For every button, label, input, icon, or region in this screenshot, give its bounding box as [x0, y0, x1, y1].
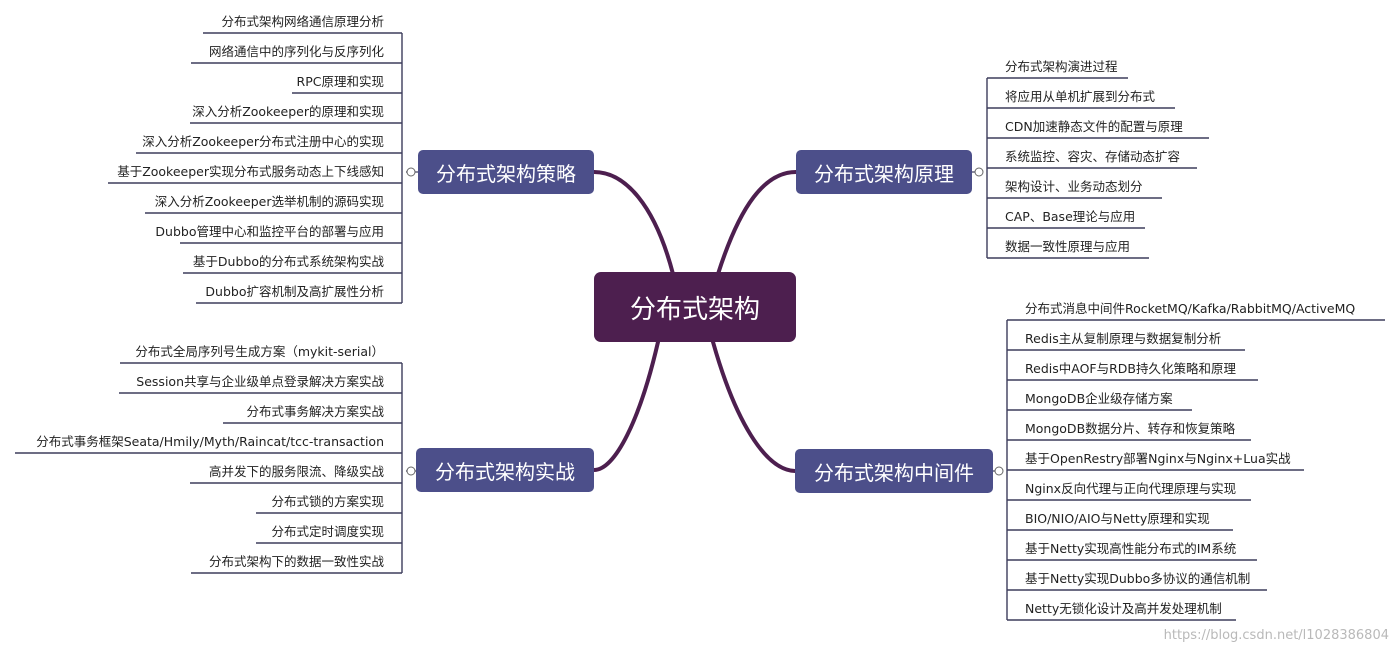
leaf-middleware-7[interactable]: BIO/NIO/AIO与Netty原理和实现 [1025, 511, 1210, 526]
leaf-middleware-9[interactable]: 基于Netty实现Dubbo多协议的通信机制 [1025, 571, 1251, 586]
leaf-principle-6[interactable]: 数据一致性原理与应用 [1005, 239, 1131, 254]
leaf-middleware-3[interactable]: MongoDB企业级存储方案 [1025, 391, 1173, 406]
edge-strategy [592, 170, 675, 276]
collapse-knob-middleware [994, 466, 1004, 476]
leaf-strategy-7[interactable]: Dubbo管理中心和监控平台的部署与应用 [155, 224, 384, 239]
leaf-practice-4[interactable]: 高并发下的服务限流、降级实战 [208, 464, 384, 479]
branch-strategy[interactable]: 分布式架构策略 [418, 150, 594, 194]
leaf-principle-3[interactable]: 系统监控、容灾、存储动态扩容 [1005, 149, 1181, 164]
leaf-practice-6[interactable]: 分布式定时调度实现 [271, 524, 384, 539]
leaf-strategy-1[interactable]: 网络通信中的序列化与反序列化 [208, 44, 384, 59]
leaf-middleware-8[interactable]: 基于Netty实现高性能分布式的IM系统 [1025, 541, 1237, 556]
leaf-strategy-3[interactable]: 深入分析Zookeeper的原理和实现 [192, 104, 384, 119]
leaf-middleware-6[interactable]: Nginx反向代理与正向代理原理与实现 [1025, 481, 1237, 496]
leaf-principle-2[interactable]: CDN加速静态文件的配置与原理 [1005, 119, 1183, 134]
leaf-middleware-1[interactable]: Redis主从复制原理与数据复制分析 [1025, 331, 1222, 346]
leaf-principle-4[interactable]: 架构设计、业务动态划分 [1005, 179, 1143, 194]
leaf-strategy-5[interactable]: 基于Zookeeper实现分布式服务动态上下线感知 [117, 164, 384, 179]
leaf-practice-7[interactable]: 分布式架构下的数据一致性实战 [208, 554, 384, 569]
watermark-text: https://blog.csdn.net/l1028386804 [1163, 628, 1389, 643]
leaf-practice-2[interactable]: 分布式事务解决方案实战 [246, 404, 384, 419]
leaf-principle-0[interactable]: 分布式架构演进过程 [1005, 59, 1118, 74]
leaf-strategy-6[interactable]: 深入分析Zookeeper选举机制的源码实现 [154, 194, 384, 209]
leaf-middleware-4[interactable]: MongoDB数据分片、转存和恢复策略 [1025, 421, 1236, 436]
leaf-strategy-2[interactable]: RPC原理和实现 [296, 74, 384, 89]
collapse-knob-strategy [406, 167, 416, 177]
leaf-practice-3[interactable]: 分布式事务框架Seata/Hmily/Myth/Raincat/tcc-tran… [36, 434, 384, 449]
leaf-middleware-10[interactable]: Netty无锁化设计及高并发处理机制 [1025, 601, 1222, 616]
leaf-strategy-0[interactable]: 分布式架构网络通信原理分析 [221, 14, 384, 29]
leaf-practice-1[interactable]: Session共享与企业级单点登录解决方案实战 [136, 374, 384, 389]
collapse-knob-principle [974, 167, 984, 177]
leaf-principle-1[interactable]: 将应用从单机扩展到分布式 [1005, 89, 1156, 104]
branch-practice[interactable]: 分布式架构实战 [416, 448, 594, 492]
leaf-middleware-2[interactable]: Redis中AOF与RDB持久化策略和原理 [1025, 361, 1236, 376]
leaf-strategy-9[interactable]: Dubbo扩容机制及高扩展性分析 [205, 284, 384, 299]
edge-principle [716, 170, 798, 276]
branch-principle[interactable]: 分布式架构原理 [796, 150, 972, 194]
branch-middleware[interactable]: 分布式架构中间件 [795, 449, 993, 493]
leaf-middleware-5[interactable]: 基于OpenRestry部署Nginx与Nginx+Lua实战 [1025, 451, 1291, 466]
collapse-knob-practice [406, 466, 416, 476]
leaf-principle-5[interactable]: CAP、Base理论与应用 [1005, 209, 1136, 224]
leaf-strategy-8[interactable]: 基于Dubbo的分布式系统架构实战 [192, 254, 384, 269]
leaf-middleware-0[interactable]: 分布式消息中间件RocketMQ/Kafka/RabbitMQ/ActiveMQ [1025, 301, 1356, 316]
center-node[interactable]: 分布式架构 [594, 272, 796, 342]
leaf-practice-0[interactable]: 分布式全局序列号生成方案（mykit-serial） [135, 344, 384, 359]
leaf-strategy-4[interactable]: 深入分析Zookeeper分布式注册中心的实现 [142, 134, 384, 149]
edge-practice [592, 340, 660, 472]
leaf-practice-5[interactable]: 分布式锁的方案实现 [271, 494, 384, 509]
edge-middleware [711, 340, 797, 473]
